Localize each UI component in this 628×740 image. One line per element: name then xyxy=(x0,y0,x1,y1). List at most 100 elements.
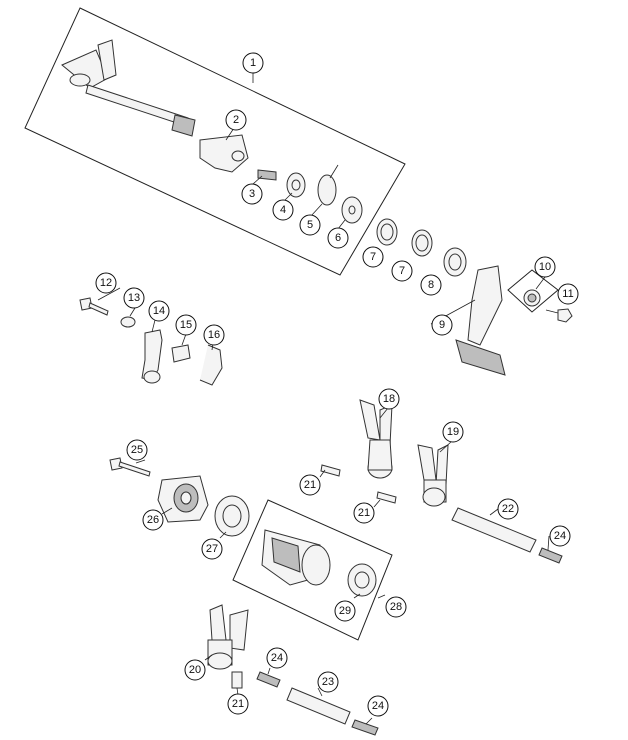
callout: 24 xyxy=(549,525,571,547)
callout: 21 xyxy=(353,502,375,524)
bearing-part-27 xyxy=(214,495,250,537)
bushing-part-b xyxy=(411,229,433,257)
callout: 4 xyxy=(272,199,294,221)
seal-ring-part xyxy=(443,247,467,277)
callout-label: 24 xyxy=(554,530,566,542)
callout-label: 21 xyxy=(232,698,244,710)
callout: 7 xyxy=(391,260,413,282)
callout-label: 12 xyxy=(100,277,112,289)
bearing-part-29 xyxy=(347,563,377,597)
callout: 18 xyxy=(378,388,400,410)
fork-shaft-part-23 xyxy=(286,687,351,725)
callout-label: 3 xyxy=(249,188,255,200)
callout: 11 xyxy=(557,283,579,305)
roller-part xyxy=(171,344,191,363)
callout-label: 1 xyxy=(250,57,256,69)
spring-part-24c xyxy=(351,719,379,736)
callout: 14 xyxy=(148,300,170,322)
return-spring-part xyxy=(317,164,339,206)
callout: 24 xyxy=(266,647,288,669)
callout: 15 xyxy=(175,314,197,336)
group-box-shift-lever-bearing xyxy=(507,269,559,313)
callout: 16 xyxy=(203,324,225,346)
pin-part-b xyxy=(376,491,397,504)
shift-drum-part xyxy=(261,529,331,586)
spring-part-16 xyxy=(199,344,223,386)
callout: 25 xyxy=(126,439,148,461)
callout: 26 xyxy=(142,509,164,531)
callout-label: 15 xyxy=(180,319,192,331)
shift-fork-part-20 xyxy=(207,604,249,670)
callout: 8 xyxy=(420,274,442,296)
small-washer-part xyxy=(120,316,136,328)
callout-label: 14 xyxy=(153,305,165,317)
callout: 23 xyxy=(317,671,339,693)
callout-label: 18 xyxy=(383,393,395,405)
small-spring-part xyxy=(257,169,277,181)
callout: 12 xyxy=(95,272,117,294)
callout-label: 16 xyxy=(208,329,220,341)
callout-label: 2 xyxy=(233,114,239,126)
bushing-part-a xyxy=(376,218,398,246)
callout: 5 xyxy=(299,214,321,236)
callout-label: 24 xyxy=(271,652,283,664)
callout: 21 xyxy=(299,474,321,496)
callout: 21 xyxy=(227,693,249,715)
callout: 24 xyxy=(367,695,389,717)
callout-label: 7 xyxy=(370,251,376,263)
spring-part-24b xyxy=(256,671,281,688)
washer-part xyxy=(341,196,363,224)
callout-label: 25 xyxy=(131,444,143,456)
callout-label: 10 xyxy=(539,261,551,273)
callout: 6 xyxy=(327,227,349,249)
lever-bearing-part xyxy=(523,289,541,307)
callout-label: 22 xyxy=(502,503,514,515)
shift-fork-part-19 xyxy=(417,444,449,507)
callout: 19 xyxy=(442,421,464,443)
callout-label: 5 xyxy=(307,219,313,231)
callout-label: 24 xyxy=(372,700,384,712)
lever-arm-part xyxy=(141,329,163,384)
callout: 10 xyxy=(534,256,556,278)
bolt-part-12 xyxy=(79,297,109,316)
callout: 7 xyxy=(362,246,384,268)
spring-part-24a xyxy=(538,547,563,564)
callout-label: 19 xyxy=(447,426,459,438)
shift-shaft-part xyxy=(61,39,196,137)
bolt-part-25 xyxy=(109,457,151,477)
group-box-shift-shaft xyxy=(24,7,406,276)
callout: 28 xyxy=(385,596,407,618)
callout-label: 27 xyxy=(206,543,218,555)
callout-label: 8 xyxy=(428,279,434,291)
callout: 2 xyxy=(225,109,247,131)
pin-part-c xyxy=(231,671,243,689)
callout: 1 xyxy=(242,52,264,74)
callout-label: 9 xyxy=(439,319,445,331)
shift-drum-locating-part xyxy=(157,475,209,523)
leader-lines xyxy=(97,73,550,725)
callout-label: 21 xyxy=(304,479,316,491)
group-box-shift-drum xyxy=(232,499,393,641)
callout: 22 xyxy=(497,498,519,520)
callout: 3 xyxy=(241,183,263,205)
spacer-part xyxy=(286,172,306,198)
callout-label: 28 xyxy=(390,601,402,613)
callout-label: 21 xyxy=(358,507,370,519)
callout-label: 29 xyxy=(339,605,351,617)
callout: 29 xyxy=(334,600,356,622)
callout-label: 13 xyxy=(128,292,140,304)
callout-label: 23 xyxy=(322,676,334,688)
callout: 20 xyxy=(184,659,206,681)
pin-part-a xyxy=(320,464,341,477)
fork-shaft-part-22 xyxy=(451,507,537,553)
callout-label: 6 xyxy=(335,232,341,244)
callout-label: 7 xyxy=(399,265,405,277)
callout: 27 xyxy=(201,538,223,560)
callout: 13 xyxy=(123,287,145,309)
callout-label: 11 xyxy=(562,288,573,300)
shift-lever-part xyxy=(455,265,506,376)
callout-label: 20 xyxy=(189,664,201,676)
callout-label: 4 xyxy=(280,204,286,216)
callout: 9 xyxy=(431,314,453,336)
